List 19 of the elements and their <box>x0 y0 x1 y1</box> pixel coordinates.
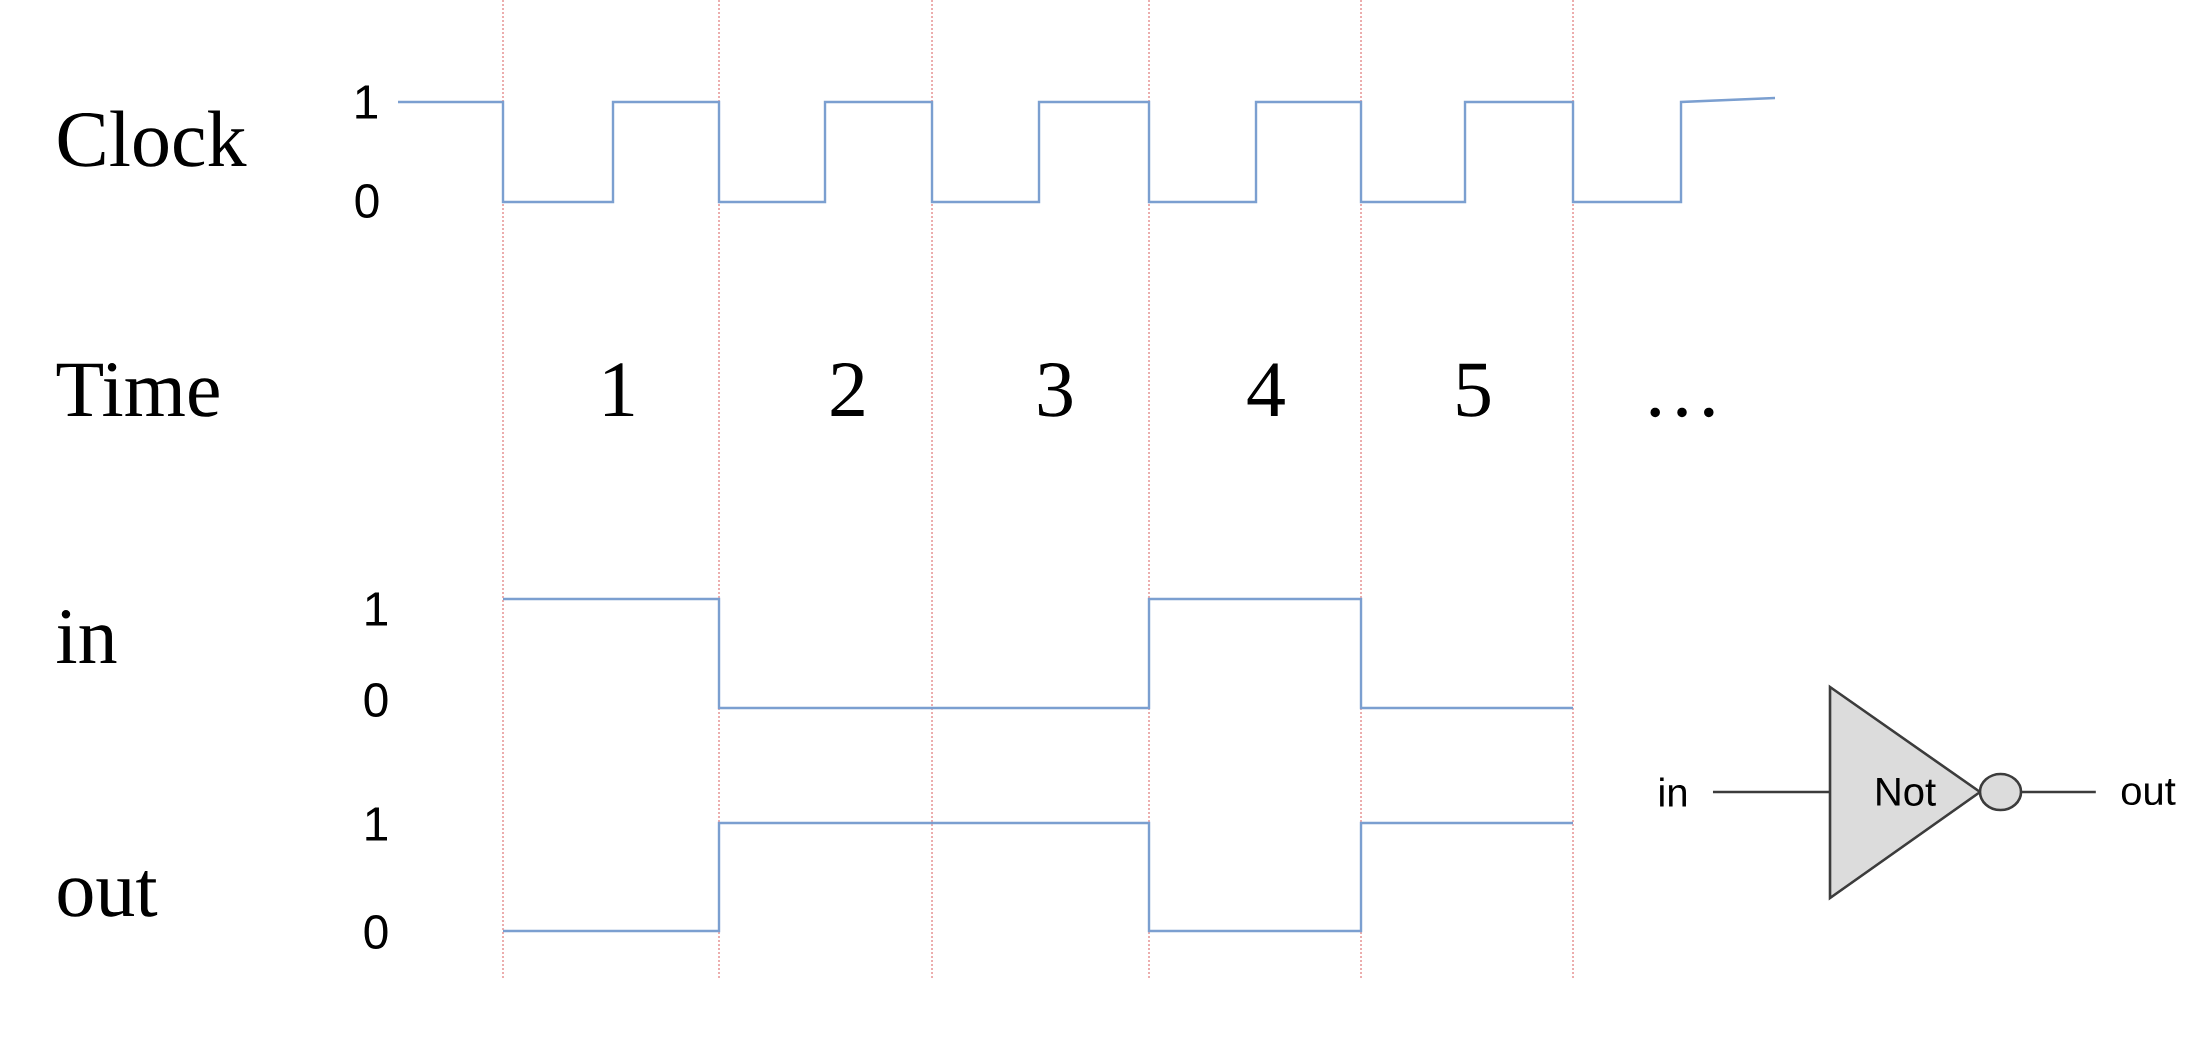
pin-label: in <box>1660 777 1686 807</box>
level-label: 0 <box>355 184 379 218</box>
level-label: 1 <box>366 592 387 626</box>
time-step-number: 3 <box>1038 363 1072 417</box>
signal-label: Clock <box>58 110 247 167</box>
level-label: 1 <box>366 807 387 841</box>
time-step-number: 4 <box>1247 363 1285 416</box>
pin-label: out <box>2121 778 2176 806</box>
time-step-number: 5 <box>1457 363 1490 417</box>
time-step-number: 2 <box>831 363 864 416</box>
level-label: 0 <box>364 915 388 949</box>
level-label: 0 <box>364 683 388 717</box>
signal-label: out <box>58 870 158 917</box>
wire <box>1713 790 1830 794</box>
time-step-number: 1 <box>605 363 634 416</box>
level-label: 1 <box>356 85 377 119</box>
signal-label: Time <box>56 363 219 417</box>
signal-label: in <box>57 610 117 663</box>
ellipsis: … <box>1650 407 1714 418</box>
